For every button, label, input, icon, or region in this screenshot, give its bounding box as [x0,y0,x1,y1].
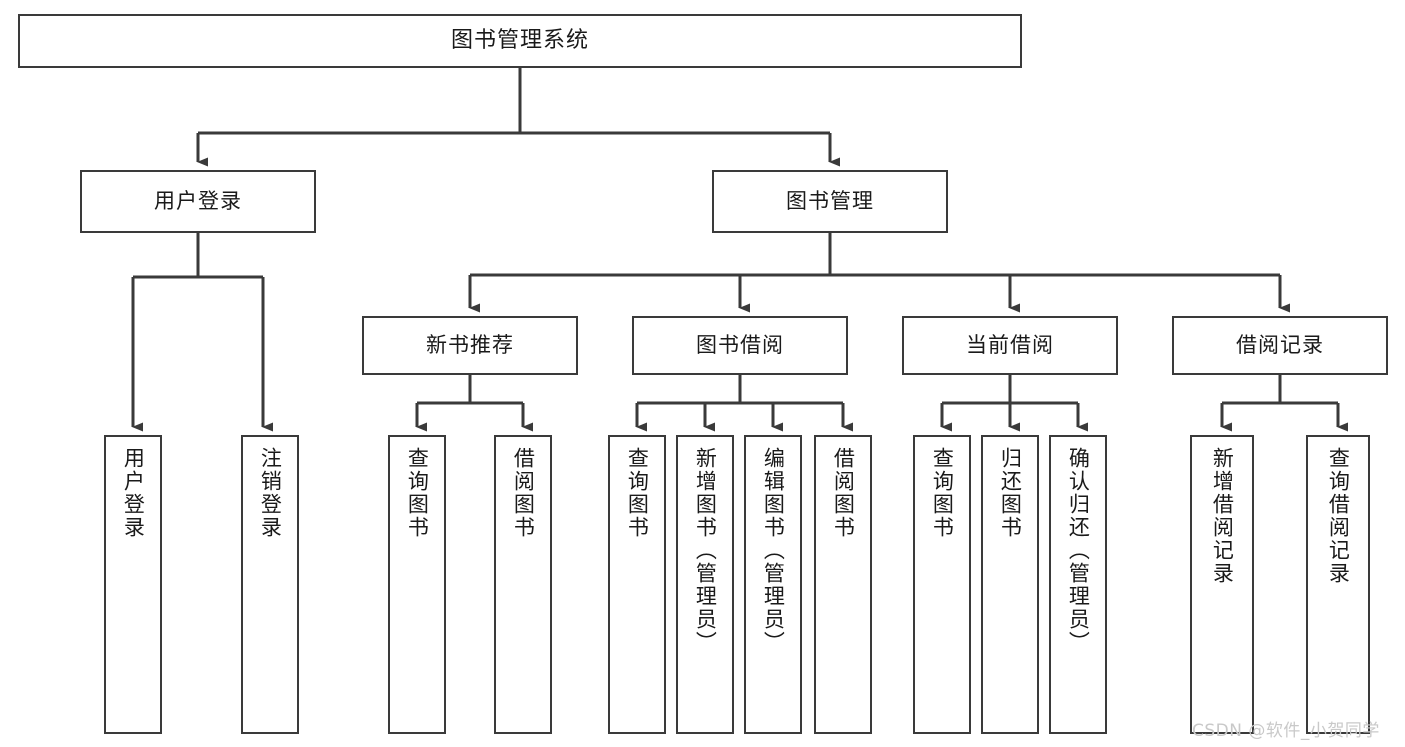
node-label: 用户登录 [121,447,146,539]
node-label: 注销登录 [258,447,283,539]
node-leaf-add-book-admin[interactable]: 新增图书（管理员） [676,435,734,734]
node-leaf-query-book-current[interactable]: 查询图书 [913,435,971,734]
node-leaf-borrow-book-recommend[interactable]: 借阅图书 [494,435,552,734]
node-label: 新增借阅记录 [1210,447,1235,585]
node-label: 编辑图书（管理员） [761,447,786,654]
node-label: 归还图书 [998,447,1023,539]
node-label: 图书管理 [786,188,874,213]
node-label: 新书推荐 [426,332,514,357]
node-label: 借阅记录 [1236,332,1324,357]
node-leaf-borrow-book[interactable]: 借阅图书 [814,435,872,734]
node-label: 借阅图书 [511,447,536,539]
node-leaf-user-login[interactable]: 用户登录 [104,435,162,734]
node-current-borrow[interactable]: 当前借阅 [902,316,1118,375]
node-label: 查询图书 [625,447,650,539]
node-label: 借阅图书 [831,447,856,539]
node-label: 用户登录 [154,188,242,213]
csdn-watermark: CSDN @软件_小贺同学 [1192,721,1380,741]
node-book-borrow[interactable]: 图书借阅 [632,316,848,375]
node-user-login[interactable]: 用户登录 [80,170,316,233]
node-label: 新增图书（管理员） [693,447,718,654]
node-label: 图书管理系统 [450,27,589,53]
node-label: 图书借阅 [696,332,784,357]
node-leaf-user-logout[interactable]: 注销登录 [241,435,299,734]
node-leaf-query-book-recommend[interactable]: 查询图书 [388,435,446,734]
node-leaf-query-borrow-record[interactable]: 查询借阅记录 [1306,435,1370,734]
node-leaf-query-book-borrow[interactable]: 查询图书 [608,435,666,734]
node-label: 查询图书 [930,447,955,539]
node-root-book-management-system[interactable]: 图书管理系统 [18,14,1022,68]
node-new-book-recommend[interactable]: 新书推荐 [362,316,578,375]
node-label: 查询借阅记录 [1326,447,1351,585]
node-label: 确认归还（管理员） [1066,447,1091,654]
node-leaf-confirm-return-admin[interactable]: 确认归还（管理员） [1049,435,1107,734]
node-label: 当前借阅 [966,332,1054,357]
node-leaf-add-borrow-record[interactable]: 新增借阅记录 [1190,435,1254,734]
node-leaf-edit-book-admin[interactable]: 编辑图书（管理员） [744,435,802,734]
node-leaf-return-book[interactable]: 归还图书 [981,435,1039,734]
node-label: 查询图书 [405,447,430,539]
node-book-management[interactable]: 图书管理 [712,170,948,233]
node-borrow-record[interactable]: 借阅记录 [1172,316,1388,375]
